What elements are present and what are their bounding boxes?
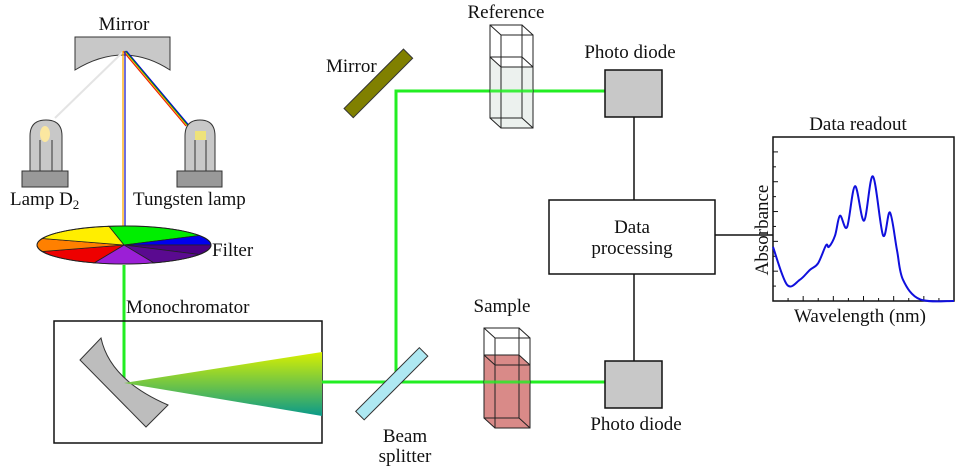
combined-light-ray [122,51,126,240]
label-mirror: Mirror [326,56,377,77]
d2-light-ray [54,50,125,119]
dispersed-spectrum [124,352,322,416]
tungsten-lamp [176,119,223,188]
diffraction-grating [79,336,169,428]
tungsten-light-ray [122,50,190,127]
label-filter: Filter [212,240,254,261]
label-data-processing-2: processing [591,238,673,259]
label-sample: Sample [474,296,531,317]
label-photo-diode-bottom: Photo diode [590,414,681,435]
sample-cuvette [483,327,531,429]
chart-title: Data readout [809,114,907,135]
label-tungsten-lamp: Tungsten lamp [133,189,246,210]
label-reference: Reference [468,2,545,23]
beam-splitter [354,346,429,421]
lamp-d2 [21,119,69,188]
label-data-processing-1: Data [614,217,650,238]
filter-wheel [36,225,212,265]
filter-outline [36,225,212,265]
data-readout-chart: Data readout Absorbance Wavelength (nm) [752,114,955,327]
chart-ticks [773,151,940,301]
label-beam-splitter-1: Beam [383,426,428,447]
label-lamp-d2: Lamp D2 [10,189,79,212]
label-monochromator: Monochromator [126,297,250,318]
photo-diode-bottom [604,360,663,409]
data-processing-box [548,199,716,275]
photo-diode-top [604,69,663,118]
beam-reference-path [394,89,607,383]
label-top-mirror: Mirror [99,14,150,35]
flat-mirror [343,48,414,119]
absorbance-curve [772,175,955,303]
x-axis-label: Wavelength (nm) [794,306,926,327]
y-axis-label: Absorbance [752,185,773,276]
label-photo-diode-top: Photo diode [584,42,675,63]
reference-cuvette [489,24,534,129]
label-beam-splitter-2: splitter [379,446,432,467]
